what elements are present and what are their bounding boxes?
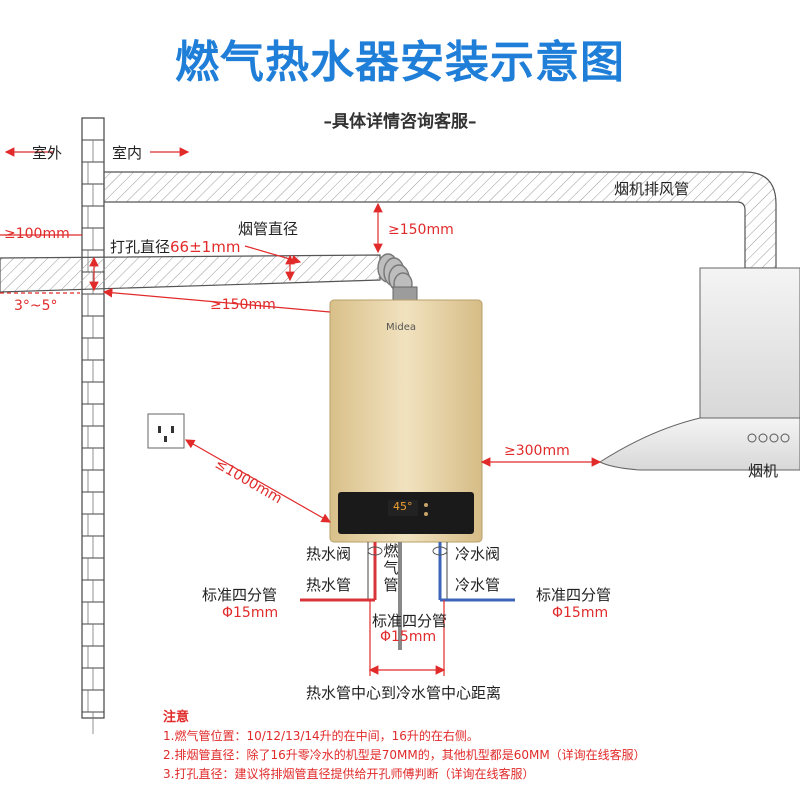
hole-diameter-label: 打孔直径66±1mm [110,236,240,257]
wall-distance-100: ≥100mm [4,226,70,242]
brand-logo: Midea [386,322,417,333]
notes-heading: 注意 [163,710,190,725]
display-readout: 45° [393,500,413,513]
note-item: 2.排烟管直径：除了16升零冷水的机型是70MM的，其他机型都是60MM（详询在… [163,748,646,762]
range-hood-label: 烟机 [748,462,779,480]
dimensions [0,147,602,676]
hood-distance: ≥300mm [504,443,570,459]
cold-pipe-label: 冷水管 [455,576,501,594]
notes-block: 注意 1.燃气管位置：10/12/13/14升的在中间，16升的在右侧。 2.排… [163,708,646,784]
page-subtitle: –具体详情咨询客服– [323,112,477,132]
hot-valve-label: 热水阀 [306,545,352,563]
ceiling-distance-150: ≥150mm [388,222,454,238]
wall-socket [147,413,185,449]
note-item: 1.燃气管位置：10/12/13/14升的在中间，16升的在右侧。 [163,729,479,743]
gas-pipe-label: 燃气管 [383,542,399,594]
flue-diameter-label: 烟管直径 [238,220,299,238]
hot-pipe-label: 热水管 [306,576,352,594]
flue-pipe [0,253,418,302]
range-hood-duct-label: 烟机排风管 [614,180,690,198]
cold-valve-label: 冷水阀 [455,545,501,563]
std-pipe-mid-dia: Φ15mm [380,629,437,645]
std-pipe-left: 标准四分管 [202,586,278,604]
std-pipe-left-dia: Φ15mm [222,605,279,621]
hole-diameter-text: 打孔直径 [110,238,171,256]
water-heater [329,299,483,543]
outdoor-label: 室外 [32,144,63,162]
range-hood [598,267,800,471]
hole-diameter-value: 66±1mm [170,238,241,256]
wall [81,117,105,734]
center-distance-label: 热水管中心到冷水管中心距离 [306,684,502,702]
slope-label: 3°~5° [14,298,58,314]
std-pipe-right: 标准四分管 [536,586,612,604]
flue-bottom-150: ≥150mm [210,297,276,313]
page-title: 燃气热水器安装示意图 [175,37,625,88]
std-pipe-right-dia: Φ15mm [552,605,609,621]
pipes [300,542,515,650]
indoor-label: 室内 [112,144,143,162]
std-pipe-mid: 标准四分管 [372,612,448,630]
note-item: 3.打孔直径：建议将排烟管直径提供给开孔师傅判断（详询在线客服） [163,767,535,781]
